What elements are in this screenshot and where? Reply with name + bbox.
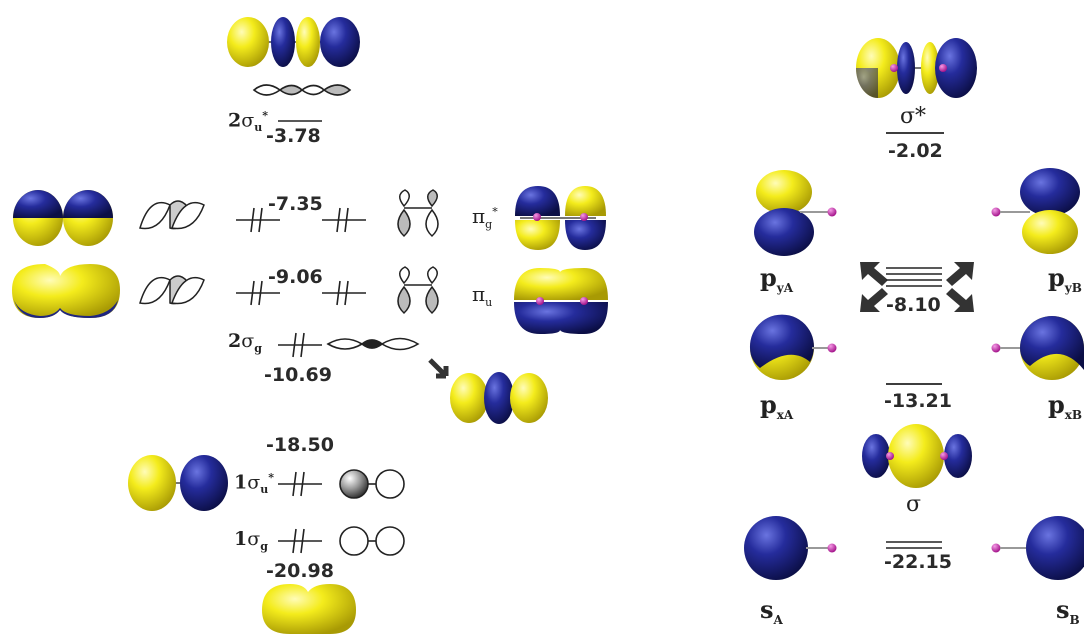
- orbital-pi-u-schematic-left: [139, 275, 205, 305]
- orbital-1sigma-g-schematic: [339, 526, 405, 556]
- orbital-sigma-star-surface: [856, 38, 977, 98]
- label-2sigma-g: 2σg: [228, 330, 262, 355]
- level-pi-u: [236, 280, 366, 306]
- level-p-degenerate: [886, 267, 942, 287]
- arrows-p-levels: [860, 262, 974, 312]
- energy-sigma-star: -2.02: [888, 140, 943, 162]
- label-1sigma-g: 1σg: [234, 528, 268, 553]
- label-sB: sB: [1056, 595, 1080, 627]
- label-1sigma-u-star: 1σu*: [234, 471, 274, 497]
- energy-1sigma-u-star: -18.50: [266, 434, 334, 456]
- arrow-2sigma-g: [428, 358, 449, 379]
- level-1sigma-g: [278, 528, 322, 554]
- orbital-pi-u-schematic-right: [397, 266, 439, 315]
- orbital-pi-u-surface: [514, 268, 608, 334]
- label-pxB: pxB: [1048, 390, 1083, 422]
- label-sA: sA: [760, 595, 783, 627]
- energy-pi-g-star: -7.35: [268, 193, 323, 215]
- atomic-pyB-surface: [991, 168, 1080, 254]
- orbital-pi-g-star-surface: [515, 186, 606, 250]
- orbital-pi-left-surface-1: [13, 190, 113, 246]
- orbital-2sigma-u-star-surface: [227, 17, 360, 67]
- orbital-pi-left-surface-2: [12, 264, 120, 318]
- label-pyA: pyA: [760, 263, 794, 295]
- label-sigma-star: σ*: [900, 104, 927, 129]
- level-1sigma-u-star: [278, 471, 322, 497]
- label-2sigma-u-star: 2σu*: [228, 109, 268, 135]
- energy-1sigma-g: -20.98: [266, 560, 334, 582]
- orbital-pi-g-schematic-left: [139, 200, 205, 230]
- atomic-pxB-surface: [991, 316, 1084, 380]
- label-pxA: pxA: [760, 390, 794, 422]
- label-pyB: pyB: [1048, 263, 1082, 295]
- label-sigma: σ: [906, 492, 922, 517]
- level-s-degenerate: [886, 541, 942, 549]
- orbital-1sigma-u-star-schematic: [339, 469, 405, 499]
- energy-s-level: -22.15: [884, 551, 952, 573]
- orbital-2sigma-g-schematic: [326, 337, 420, 351]
- orbital-pi-g-star-schematic-right: [397, 189, 439, 238]
- energy-2sigma-g: -10.69: [264, 364, 332, 386]
- energy-pi-u: -9.06: [268, 266, 323, 288]
- atomic-pyA-surface: [754, 170, 837, 256]
- label-pi-g-star: πg*: [472, 204, 498, 231]
- orbital-1sigma-g-surface: [262, 584, 356, 634]
- orbital-sigma-surface: [862, 424, 972, 488]
- atomic-sB-surface: [991, 516, 1084, 580]
- energy-sigma: -13.21: [884, 390, 952, 412]
- energy-2sigma-u-star: -3.78: [266, 125, 321, 147]
- level-2sigma-g: [278, 332, 322, 358]
- orbital-1sigma-u-star-surface: [128, 455, 228, 511]
- energy-p-levels: -8.10: [886, 294, 941, 316]
- orbital-2sigma-u-star-schematic: [252, 84, 352, 96]
- label-pi-u: πu: [472, 282, 493, 309]
- atomic-pxA-surface: [749, 314, 837, 380]
- orbital-2sigma-g-surface: [450, 372, 548, 424]
- atomic-sA-surface: [744, 516, 837, 580]
- level-pi-g-star: [236, 207, 366, 233]
